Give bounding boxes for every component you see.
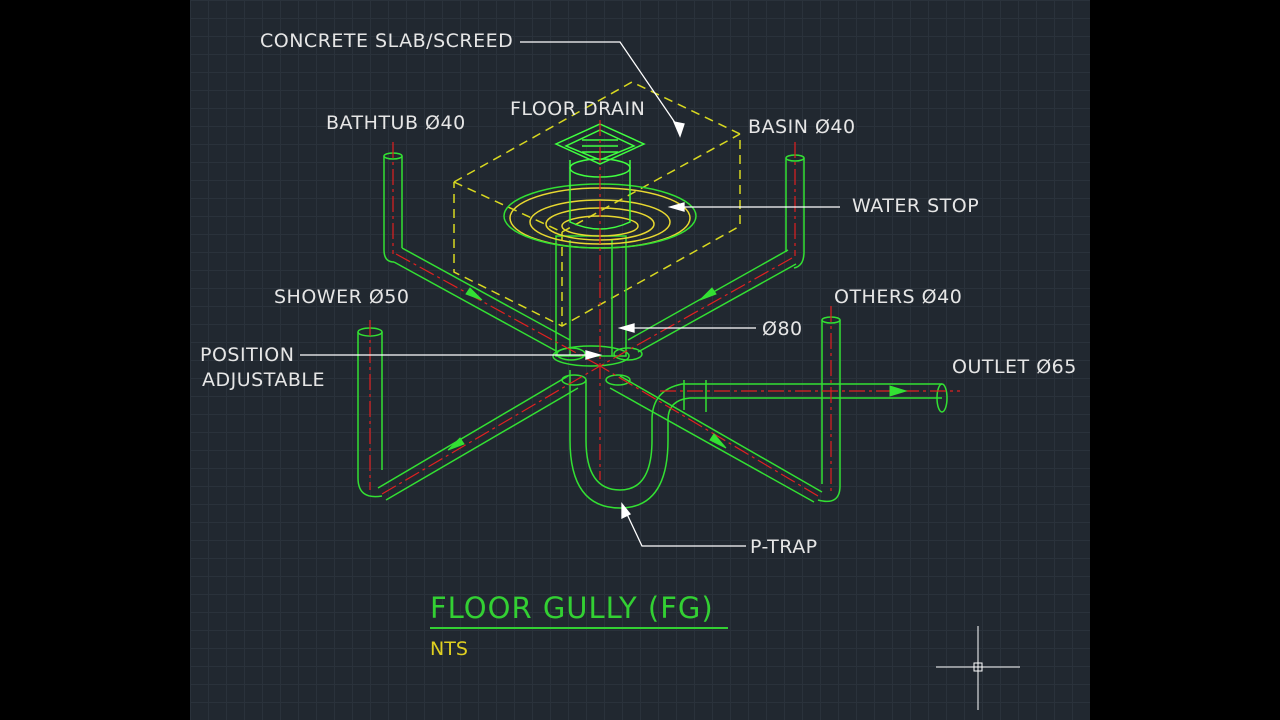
label-diameter-80: Ø80 (762, 318, 803, 340)
label-position: POSITION (200, 344, 295, 366)
label-basin: BASIN Ø40 (748, 116, 856, 138)
centerlines (369, 120, 960, 497)
label-shower: SHOWER Ø50 (274, 286, 410, 308)
flow-arrows (447, 287, 908, 451)
label-bathtub: BATHTUB Ø40 (326, 112, 466, 134)
label-floor-drain: FLOOR DRAIN (510, 98, 646, 120)
label-others: OTHERS Ø40 (834, 286, 963, 308)
label-water-stop: WATER STOP (852, 195, 980, 217)
label-concrete-slab: CONCRETE SLAB/SCREED (260, 30, 514, 52)
drawing-title: FLOOR GULLY (FG) (430, 591, 714, 625)
leader-lines (300, 41, 840, 547)
background-grid (190, 0, 1090, 720)
drawing-viewport[interactable]: CONCRETE SLAB/SCREED FLOOR DRAIN BATHTUB… (190, 0, 1090, 720)
floor-gully-drawing (300, 41, 1020, 710)
label-outlet: OUTLET Ø65 (952, 356, 1077, 378)
drawing-scale: NTS (430, 638, 468, 660)
label-ptrap: P-TRAP (750, 536, 818, 558)
main-stack (552, 235, 948, 509)
crosshair-cursor-icon (936, 626, 1020, 710)
label-adjustable: ADJUSTABLE (202, 369, 325, 391)
